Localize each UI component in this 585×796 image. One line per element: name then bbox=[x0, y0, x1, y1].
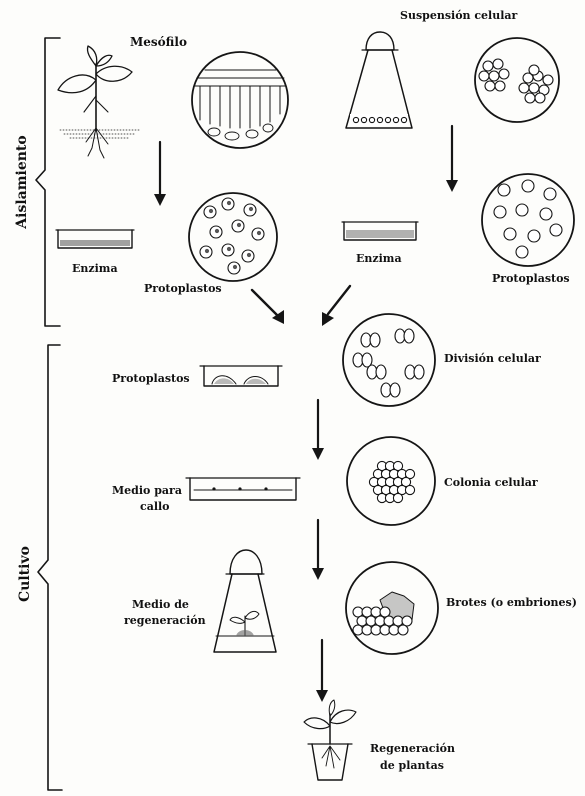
dividing-cell bbox=[404, 329, 414, 343]
suspension-cell bbox=[529, 83, 539, 93]
arrow-down-left-1 bbox=[154, 142, 166, 206]
isolation-section-label: Aislamiento bbox=[14, 135, 30, 229]
arrow-down-right-1 bbox=[446, 126, 458, 192]
shoots-label: Brotes (o embriones) bbox=[446, 596, 577, 609]
culture-dish-protoplasts bbox=[200, 366, 282, 386]
cell-colony-circle bbox=[347, 437, 435, 525]
protoplast-cell-nucleus bbox=[249, 207, 253, 211]
arrow-down-4 bbox=[316, 640, 328, 702]
shoots-circle bbox=[346, 562, 438, 654]
protoplast-cell-nucleus bbox=[227, 247, 231, 251]
protoplast-cell-nucleus bbox=[237, 223, 241, 227]
callus-cell bbox=[398, 625, 408, 635]
plant-regen-label-2: de plantas bbox=[380, 759, 444, 772]
leaf-plant-icon bbox=[58, 46, 140, 158]
protoplast-cell-nucleus bbox=[247, 253, 251, 257]
regeneration-flask-icon bbox=[214, 550, 276, 652]
dividing-cell bbox=[362, 353, 372, 367]
enzyme-label-right: Enzima bbox=[356, 252, 402, 265]
cell-colony-label: Colonia celular bbox=[444, 476, 538, 489]
callus-medium-label-2: callo bbox=[140, 500, 170, 513]
flask-cell bbox=[361, 117, 366, 122]
suspension-cell bbox=[499, 69, 509, 79]
suspension-cell bbox=[529, 65, 539, 75]
suspension-cell bbox=[543, 75, 553, 85]
dividing-cell bbox=[376, 365, 386, 379]
protoplast-cell-nucleus bbox=[209, 209, 213, 213]
mesophyll-tissue-circle bbox=[192, 52, 288, 148]
colony-cell bbox=[405, 485, 414, 494]
arrow-converge-right bbox=[322, 286, 350, 326]
flask-cell bbox=[353, 117, 358, 122]
flask-cell bbox=[401, 117, 406, 122]
cell-division-circle bbox=[343, 314, 435, 406]
suspension-cell bbox=[495, 81, 505, 91]
protoplast-cell-nucleus bbox=[227, 201, 231, 205]
flask-cell bbox=[385, 117, 390, 122]
suspension-cell bbox=[493, 59, 503, 69]
suspension-cell bbox=[483, 61, 493, 71]
protoplast-cell bbox=[516, 246, 528, 258]
protoplast-cell bbox=[540, 208, 552, 220]
flask-cell bbox=[377, 117, 382, 122]
dividing-cell bbox=[414, 365, 424, 379]
protoplast-cell bbox=[522, 180, 534, 192]
suspension-cell bbox=[485, 81, 495, 91]
arrow-down-2 bbox=[312, 400, 324, 460]
mesophyll-title: Mesófilo bbox=[130, 35, 187, 49]
culture-bracket bbox=[38, 345, 62, 790]
plant-regen-label-1: Regeneración bbox=[370, 742, 455, 755]
protoplast-cell-nucleus bbox=[257, 231, 261, 235]
isolation-bracket bbox=[36, 38, 60, 326]
dividing-cell bbox=[370, 333, 380, 347]
protoplast-cell-nucleus bbox=[215, 229, 219, 233]
suspension-cell bbox=[525, 93, 535, 103]
protoplasts-label-left: Protoplastos bbox=[144, 282, 222, 295]
protoplast-cell-nucleus bbox=[233, 265, 237, 269]
suspension-cell bbox=[479, 71, 489, 81]
protoplasts-circle-left bbox=[189, 193, 277, 281]
dividing-cell bbox=[390, 383, 400, 397]
protoplast-cell-nucleus bbox=[205, 249, 209, 253]
protoplast-cell bbox=[528, 230, 540, 242]
suspension-title: Suspensión celular bbox=[400, 9, 518, 22]
protoplast-cell bbox=[544, 188, 556, 200]
flask-cell bbox=[369, 117, 374, 122]
enzyme-dish-right bbox=[342, 222, 418, 240]
callus-medium-label-1: Medio para bbox=[112, 484, 182, 497]
enzyme-dish-left bbox=[56, 230, 134, 248]
arrow-converge-left bbox=[252, 290, 284, 324]
enzyme-label-left: Enzima bbox=[72, 262, 118, 275]
cell-clusters-circle bbox=[475, 38, 559, 122]
protoplast-cell bbox=[516, 204, 528, 216]
arrow-down-3 bbox=[312, 520, 324, 580]
protoplasts-culture-label: Protoplastos bbox=[112, 372, 190, 385]
potted-plant-icon bbox=[304, 700, 356, 780]
flask-suspension-icon bbox=[346, 32, 412, 128]
protoplast-cell bbox=[550, 224, 562, 236]
protoplasts-label-right: Protoplastos bbox=[492, 272, 570, 285]
suspension-cell bbox=[535, 93, 545, 103]
suspension-cell bbox=[489, 71, 499, 81]
cell-division-label: División celular bbox=[444, 352, 541, 365]
regen-medium-label-1: Medio de bbox=[132, 598, 189, 611]
suspension-cell bbox=[519, 83, 529, 93]
colony-cell bbox=[393, 493, 402, 502]
protoplasts-circle-right bbox=[482, 174, 574, 266]
callus-medium-dish bbox=[186, 478, 300, 500]
protoplast-cell bbox=[494, 206, 506, 218]
flask-cell bbox=[393, 117, 398, 122]
culture-section-label: Cultivo bbox=[17, 546, 33, 602]
protoplast-cell bbox=[504, 228, 516, 240]
regen-medium-label-2: regeneración bbox=[124, 614, 206, 627]
protoplast-cell bbox=[498, 184, 510, 196]
